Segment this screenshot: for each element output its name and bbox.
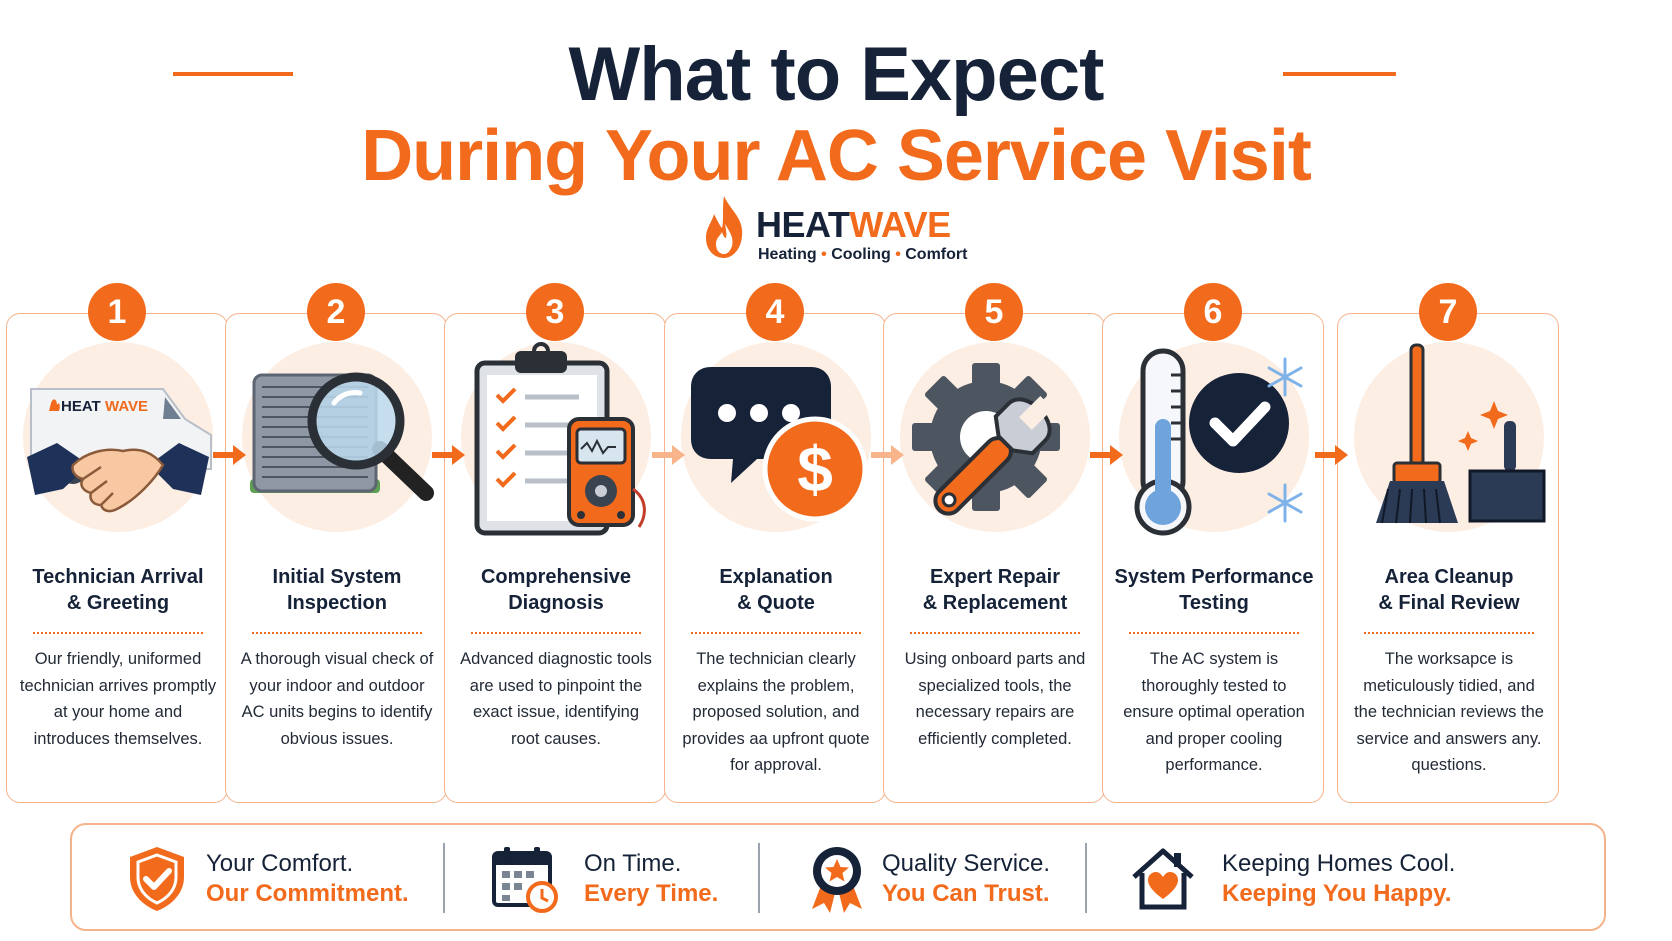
step-number-1: 1 [88,283,146,341]
step-description: The worksapce is meticulously tidied, an… [1354,650,1544,774]
step-number-7: 7 [1419,283,1477,341]
footer-item-ontime: On Time. Every Time. [490,825,770,929]
footer-line1: Quality Service. [882,850,1051,877]
footer-line2: You Can Trust. [882,880,1050,907]
page-title: What to Expect [568,32,1105,117]
footer-values-bar: Your Comfort. Our Commitment. On Time. E… [70,823,1606,931]
svg-text:$: $ [797,433,833,505]
broom-dustpan-icon [1376,343,1546,524]
step-card-7: Area Cleanup & Final Review The worksapc… [1337,313,1559,803]
step-card-3: Comprehensive Diagnosis Advanced diagnos… [444,313,666,803]
thermometer-check-icon [1134,348,1303,536]
footer-line1: Your Comfort. [206,850,354,877]
footer-line2: Every Time. [584,880,719,907]
award-ribbon-icon [812,847,862,913]
step-description: The technician clearly explains the prob… [682,650,870,774]
calendar-clock-icon [492,847,558,913]
title-decor-line-right [1283,72,1396,76]
svg-text:WAVE: WAVE [105,398,148,415]
footer-separator [758,843,760,913]
clipboard-multimeter-icon [474,342,646,536]
step-number-4: 4 [746,283,804,341]
step-card-2: Initial System Inspection A thorough vis… [225,313,447,803]
step-description: A thorough visual check of your indoor a… [240,650,434,748]
title-decor-line-left [173,72,293,76]
footer-line1: Keeping Homes Cool. [1222,850,1456,877]
brand-tagline: Heating • Cooling • Comfort [758,246,968,263]
step-title: Area Cleanup & Final Review [1378,566,1520,614]
divider [1129,632,1299,634]
gear-wrench-icon [912,363,1060,516]
divider [252,632,422,634]
footer-line1: On Time. [584,850,682,877]
snowflake-icon [1267,357,1303,523]
divider [910,632,1080,634]
step-description: Advanced diagnostic tools are used to pi… [460,650,652,748]
arrow-right-icon [652,445,685,465]
step-description: Using onboard parts and specialized tool… [904,650,1086,748]
footer-separator [1085,843,1087,913]
step-number-6: 6 [1184,283,1242,341]
van-handshake-icon: HEAT WAVE [27,388,212,513]
house-heart-icon [1132,848,1194,910]
chat-dollar-icon: $ [691,367,868,522]
step-card-1: HEAT WAVE Technician Arrival & Greeting … [6,313,228,803]
arrow-right-icon [432,445,465,465]
footer-separator [443,843,445,913]
step-title: Initial System Inspection [272,566,402,614]
step-description: Our friendly, uniformed technician arriv… [19,650,217,748]
footer-item-homes: Keeping Homes Cool. Keeping You Happy. [1128,825,1568,929]
flame-icon [706,196,743,258]
brand-name: HEATWAVE [756,204,951,245]
divider [33,632,203,634]
step-card-4: $ Explanation & Quote The technician cle… [664,313,886,803]
footer-line2: Our Commitment. [206,880,409,907]
step-title: Expert Repair & Replacement [922,566,1068,614]
step-description: The AC system is thoroughly tested to en… [1123,650,1305,774]
step-title: Explanation & Quote [719,566,833,614]
step-title: Comprehensive Diagnosis [480,566,632,614]
shield-check-icon [130,847,184,911]
divider [1364,632,1534,634]
step-number-3: 3 [526,283,584,341]
arrow-right-icon [871,445,904,465]
step-number-5: 5 [965,283,1023,341]
footer-item-quality: Quality Service. You Can Trust. [802,825,1102,929]
step-card-5: Expert Repair & Replacement Using onboar… [883,313,1105,803]
step-title: System Performance Testing [1114,566,1314,614]
footer-line2: Keeping You Happy. [1222,880,1452,907]
arrow-right-icon [1090,445,1123,465]
step-number-2: 2 [307,283,365,341]
step-card-6: System Performance Testing The AC system… [1102,313,1324,803]
svg-text:HEAT: HEAT [61,398,101,415]
magnifier-ac-unit-icon [250,372,434,501]
brand-logo: HEATWAVE Heating • Cooling • Comfort [700,196,990,270]
arrow-right-icon [213,445,246,465]
divider [471,632,641,634]
arrow-right-icon [1315,445,1348,465]
page-subtitle: During Your AC Service Visit [361,116,1312,196]
footer-item-comfort: Your Comfort. Our Commitment. [122,825,442,929]
divider [691,632,861,634]
step-title: Technician Arrival & Greeting [32,566,204,614]
